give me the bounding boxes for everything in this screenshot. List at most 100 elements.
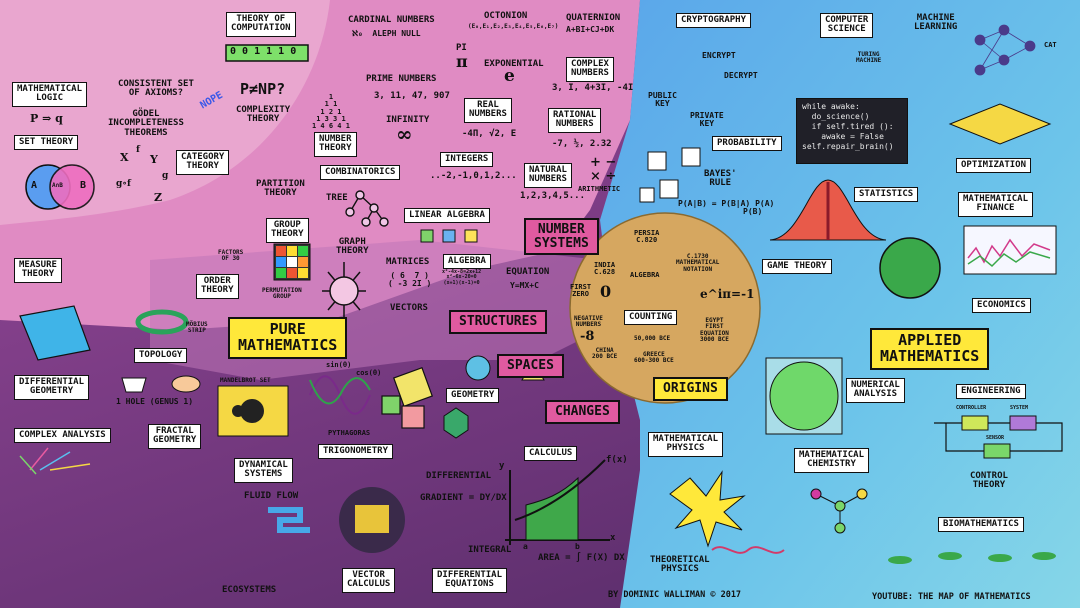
integral-label: INTEGRAL <box>468 545 512 555</box>
sin-label: sin(θ) <box>326 361 352 369</box>
counting-label: COUNTING <box>624 310 678 326</box>
negative-numbers-label: NEGATIVE NUMBERS <box>574 315 603 329</box>
numerical-circle <box>769 361 839 431</box>
order-theory-label: ORDER THEORY <box>196 274 239 299</box>
number-theory-label: NUMBER THEORY <box>314 132 357 157</box>
bell-curve <box>769 179 887 241</box>
physics-explosion <box>669 470 746 548</box>
set-theory-label: SET THEORY <box>14 135 79 151</box>
dynamical-systems-label: DYNAMICAL SYSTEMS <box>234 458 293 483</box>
cos-label: cos(θ) <box>356 369 382 377</box>
natural-examples: 1,2,3,4,5... <box>520 191 586 201</box>
control-theory-label: CONTROL THEORY <box>970 471 1008 491</box>
calculus-axis-x: x <box>610 533 616 543</box>
vector-field-core <box>355 505 389 533</box>
venn-b-label: B <box>80 180 87 191</box>
biomathematics-label: BIOMATHEMATICS <box>938 517 1024 533</box>
economics-globe <box>879 237 941 299</box>
equation-formula: y=mx+c <box>510 281 539 290</box>
egypt-label: EGYPT FIRST EQUATION 3000 BCE <box>700 317 729 343</box>
author-credit: BY DOMINIC WALLIMAN © 2017 <box>608 590 742 600</box>
system-label: SYSTEM <box>1010 405 1029 411</box>
consistent-axioms-label: CONSISTENT SET OF AXIOMS? <box>118 79 194 99</box>
calculus-label: CALCULUS <box>524 446 578 462</box>
prime-numbers-label: PRIME NUMBERS <box>366 74 437 84</box>
category-y: Y <box>150 153 158 166</box>
economics-label: ECONOMICS <box>972 298 1031 314</box>
neg-eight: -8 <box>580 329 595 344</box>
differential-equations-label: DIFFERENTIAL EQUATIONS <box>432 568 508 593</box>
e-symbol: e <box>504 66 515 86</box>
mathematical-logic-label: MATHEMATICAL LOGIC <box>12 82 88 107</box>
pi-symbol: π <box>456 52 468 71</box>
vector-calculus-label: VECTOR CALCULUS <box>342 568 396 593</box>
applied-mathematics-heading: APPLIED MATHEMATICS <box>870 328 990 370</box>
infinity-label: INFINITY <box>386 115 430 125</box>
integers-label: INTEGERS <box>440 152 494 168</box>
binary-tape <box>225 44 309 62</box>
code-line: if self.tired (): <box>802 122 894 131</box>
arithmetic-operators: + − × ÷ <box>590 155 617 184</box>
molecule <box>810 488 868 534</box>
algebra-lines: x²-4x-8=2x+12 x²-6x-20=0 (x+1)(x-1)=0 <box>442 269 482 286</box>
donut <box>171 375 201 393</box>
calculus-plot <box>505 459 610 545</box>
quaternion-formula: a+bi+cj+dk <box>566 25 615 34</box>
fx-label: f(x) <box>606 455 628 465</box>
category-x: X <box>120 151 129 164</box>
ecosystems-label: ECOSYSTEMS <box>222 585 277 595</box>
mathematical-chemistry-label: MATHEMATICAL CHEMISTRY <box>794 448 870 473</box>
area-label: AREA = ∫ f(x) dx <box>538 553 625 563</box>
turing-machine-label: TURING MACHINE <box>856 51 882 65</box>
mandelbrot-label: MANDELBROT SET <box>220 377 271 384</box>
venn-a-label: A <box>31 180 38 191</box>
numerical-analysis-label: NUMERICAL ANALYSIS <box>846 378 905 403</box>
calculus-bound-a: a <box>523 542 528 551</box>
statistics-label: STATISTICS <box>854 187 919 203</box>
mandelbrot-bulb <box>232 405 244 417</box>
logic-formula: P ⇒ q <box>30 112 63 125</box>
venn-ab-label: A∩B <box>52 182 63 189</box>
category-theory-label: CATEGORY THEORY <box>176 150 230 175</box>
factors-label: FACTORS OF 30 <box>218 249 244 263</box>
first-zero-label: FIRST ZERO <box>570 283 592 299</box>
mathematical-finance-label: MATHEMATICAL FINANCE <box>958 192 1034 217</box>
natural-numbers-label: NATURAL NUMBERS <box>524 163 572 188</box>
optimization-label: OPTIMIZATION <box>956 158 1032 174</box>
geometry-label: GEOMETRY <box>446 388 500 404</box>
mobius-label: MÖBIUS STRIP <box>186 321 208 335</box>
number-systems-heading: NUMBER SYSTEMS <box>524 218 599 256</box>
differential-label: DIFFERENTIAL <box>426 471 492 481</box>
venn-set-b <box>49 164 95 210</box>
sensor-label: SENSOR <box>986 435 1005 441</box>
china-label: CHINA 200 BCE <box>592 347 618 361</box>
fractal-geometry-label: FRACTAL GEOMETRY <box>148 424 202 449</box>
pythagoras-squares <box>381 367 433 429</box>
complexity-theory-label: COMPLEXITY THEORY <box>236 105 291 125</box>
tree-graph <box>345 190 389 227</box>
encrypt-label: ENCRYPT <box>702 51 736 60</box>
combinatorics-label: COMBINATORICS <box>320 165 401 181</box>
equation-label: EQUATION <box>506 267 550 277</box>
youtube-credit: YOUTUBE: THE MAP OF MATHEMATICS <box>872 592 1031 602</box>
godel-label: GÖDEL INCOMPLETENESS THEOREMS <box>108 109 184 138</box>
pythagoras-label: PYTHAGORAS <box>328 429 371 437</box>
binary-tape-label: 0 0 1 1 1 0 <box>230 46 297 57</box>
controller-label: CONTROLLER <box>956 405 987 411</box>
prime-examples: 3, 11, 47, 907 <box>374 91 450 101</box>
private-key-label: PRIVATE KEY <box>690 111 724 129</box>
matrix-example: ( 6 7 ) ( -3 2i ) <box>388 271 432 289</box>
calculus-axis-y: y <box>499 461 505 471</box>
engineering-label: ENGINEERING <box>956 384 1026 400</box>
real-numbers-label: REAL NUMBERS <box>464 98 512 123</box>
code-line: while awake: <box>802 102 860 111</box>
dna-helix <box>711 546 785 554</box>
cat-label: CAT <box>1044 41 1057 49</box>
genus-label: 1 HOLE (GENUS 1) <box>116 397 194 406</box>
complex-numbers-label: COMPLEX NUMBERS <box>566 57 614 82</box>
public-key-label: PUBLIC KEY <box>648 91 677 109</box>
category-g: g <box>162 171 169 181</box>
permutation-group-label: PERMUTATION GROUP <box>262 287 302 301</box>
code-block: while awake: do_science() if self.tired … <box>796 98 908 164</box>
game-theory-label: GAME THEORY <box>762 259 832 275</box>
